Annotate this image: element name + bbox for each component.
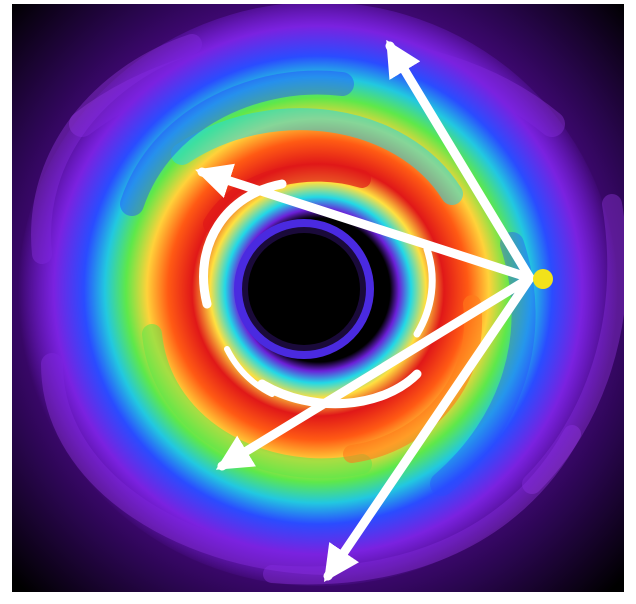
disk-svg <box>12 4 624 592</box>
arrow-3 <box>215 273 535 471</box>
central-hole <box>248 233 360 345</box>
arrow-2 <box>195 163 535 283</box>
arrows <box>195 39 535 582</box>
disk-image <box>12 4 624 592</box>
arrow-1 <box>385 39 535 283</box>
source-dot <box>533 269 553 289</box>
arrow-4 <box>323 273 535 582</box>
